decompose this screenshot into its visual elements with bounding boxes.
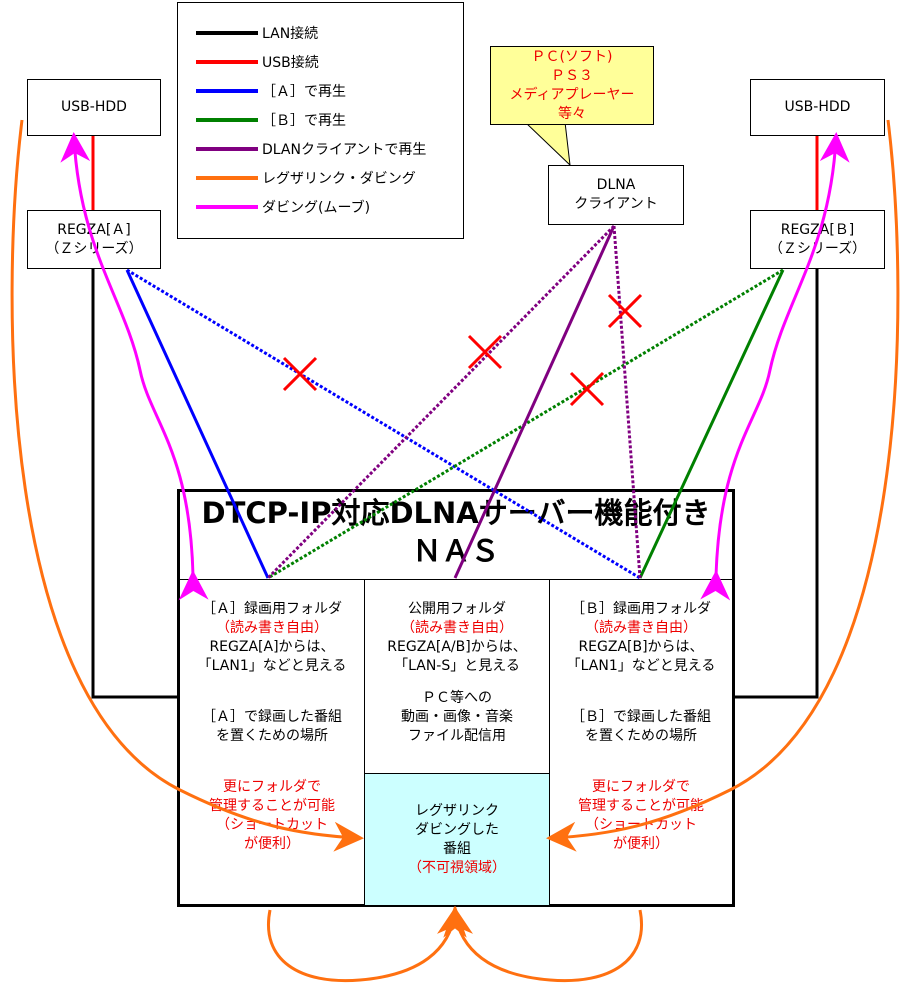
nas-box: DTCP-IP対応DLNAサーバー機能付き ＮＡＳ ［Ａ］録画用フォルダ （読み… [177, 489, 735, 907]
folder-b: ［Ｂ］録画用フォルダ （読み書き自由） REGZA[B]からは、 「LAN1」な… [550, 600, 732, 854]
usb-hdd-b-label: USB-HDD [784, 99, 851, 115]
folder-b-title: ［Ｂ］録画用フォルダ [571, 601, 711, 617]
callout-line: メディアプレーヤー [509, 86, 635, 103]
legend-item: USB接続 [196, 52, 319, 72]
folder-a-tip: 管理することが可能 [209, 798, 335, 814]
hidden-area-note: （不可視領域） [408, 859, 506, 876]
hidden-area-label: 番組 [443, 840, 471, 857]
nas-subtitle: ＮＡＳ [412, 534, 500, 568]
legend-swatch [196, 31, 258, 35]
legend-label: USB接続 [262, 55, 319, 71]
folder-b-tip: 更にフォルダで [592, 779, 690, 795]
public-folder-desc: ＰＣ等への [422, 690, 492, 706]
folder-a-note: 「LAN1」などと見える [197, 658, 347, 674]
callout-line: 等々 [558, 105, 586, 122]
hidden-area: レグザリンク ダビングした 番組 （不可視領域） [364, 773, 550, 905]
folder-b-access: （読み書き自由） [585, 620, 697, 636]
legend-swatch [196, 60, 258, 64]
dlna-client-label: DLNA [596, 177, 636, 193]
folder-a-access: （読み書き自由） [216, 620, 328, 636]
legend-label: ［Ａ］で再生 [262, 84, 346, 100]
folder-b-tip: （ショートカット [585, 817, 697, 833]
callout-line: ＰＳ３ [551, 67, 593, 84]
folder-a-tip: （ショートカット [216, 817, 328, 833]
legend-label: LAN接続 [262, 26, 319, 42]
dlna-client-callout: ＰＣ(ソフト) ＰＳ３ メディアプレーヤー 等々 [490, 46, 654, 125]
dlna-client-label: クライアント [574, 196, 658, 212]
dlna-client: DLNA クライアント [548, 165, 684, 225]
folder-b-note: 「LAN1」などと見える [566, 658, 716, 674]
public-folder: 公開用フォルダ （読み書き自由） REGZA[A/B]からは、 「LAN-S」と… [365, 600, 549, 746]
public-folder-title: 公開用フォルダ [408, 601, 506, 617]
nas-title: DTCP-IP対応DLNAサーバー機能付き [201, 496, 711, 530]
folder-a-note: REGZA[A]からは、 [209, 639, 335, 655]
hidden-area-label: ダビングした [415, 821, 499, 838]
public-folder-desc: ファイル配信用 [408, 728, 506, 744]
public-folder-note: 「LAN-S」と見える [394, 658, 520, 674]
folder-b-tip: が便利） [613, 836, 669, 852]
folder-b-tip: 管理することが可能 [578, 798, 704, 814]
legend-swatch [196, 89, 258, 93]
hidden-area-label: レグザリンク [415, 802, 499, 819]
public-folder-access: （読み書き自由） [401, 620, 513, 636]
folder-a-tip: が便利） [244, 836, 300, 852]
legend-item: ［Ａ］で再生 [196, 81, 346, 101]
folder-a-title: ［Ａ］録画用フォルダ [202, 601, 342, 617]
folder-a-desc: を置くための場所 [216, 728, 328, 744]
folder-b-note: REGZA[B]からは、 [578, 639, 704, 655]
folder-b-desc: ［Ｂ］で録画した番組 [571, 709, 711, 725]
folder-a-tip: 更にフォルダで [223, 779, 321, 795]
folder-a-desc: ［Ａ］で録画した番組 [202, 709, 342, 725]
usb-hdd-a-label: USB-HDD [61, 99, 127, 115]
callout-line: ＰＣ(ソフト) [531, 48, 613, 65]
legend-item: LAN接続 [196, 23, 318, 43]
folder-b-desc: を置くための場所 [585, 728, 697, 744]
public-folder-note: REGZA[A/B]からは、 [387, 639, 527, 655]
public-folder-desc: 動画・画像・音楽 [401, 709, 513, 725]
folder-a: ［Ａ］録画用フォルダ （読み書き自由） REGZA[A]からは、 「LAN1」な… [180, 600, 364, 854]
